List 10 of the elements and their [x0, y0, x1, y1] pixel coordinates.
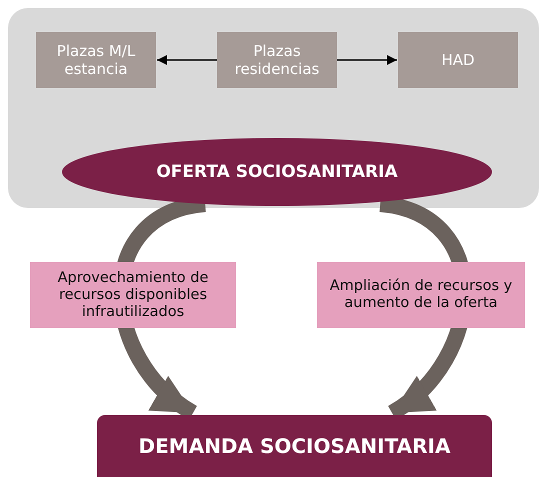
process-box: Plazas M/L estancia — [36, 32, 156, 88]
process-box: HAD — [398, 32, 518, 88]
arrow — [337, 55, 397, 65]
arrow — [157, 55, 217, 65]
ellipse-node: OFERTA SOCIOSANITARIA — [62, 138, 492, 206]
edge-label: Aprovechamiento de recursos disponibles infrautilizados — [30, 262, 236, 328]
process-box: Plazas residencias — [217, 32, 337, 88]
rounded-box: DEMANDA SOCIOSANITARIA — [97, 415, 492, 477]
group-panel — [8, 8, 539, 208]
edge-label: Ampliación de recursos y aumento de la oferta — [317, 262, 525, 328]
